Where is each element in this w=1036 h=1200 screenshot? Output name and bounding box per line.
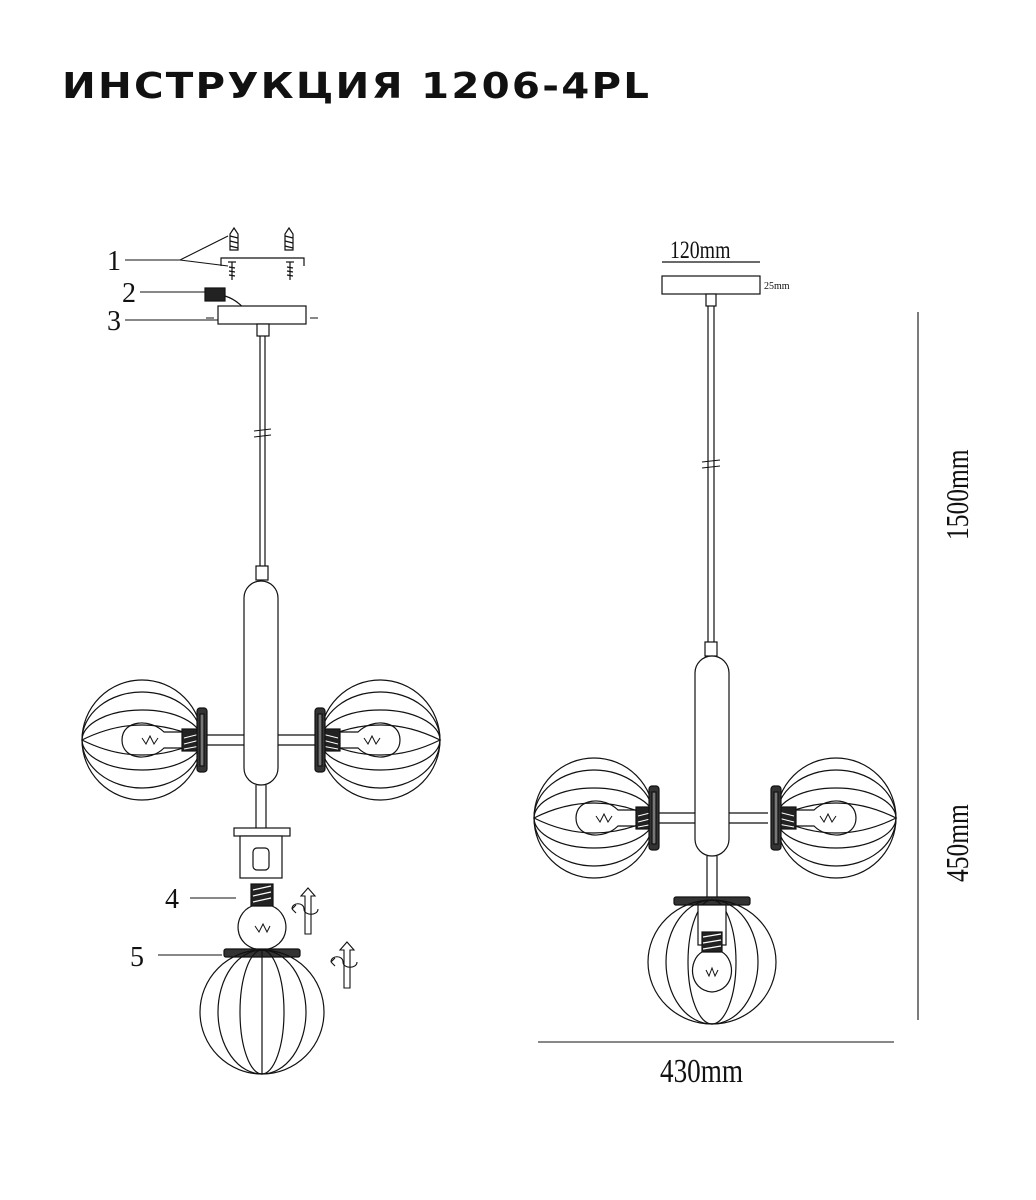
- rotate-arrow-icon: [291, 887, 319, 935]
- callout-5: 5: [130, 942, 144, 973]
- dimensioned-view: [533, 261, 919, 1043]
- callout-2: 2: [122, 278, 136, 309]
- screw-left: [228, 261, 236, 280]
- mounting-hardware: [220, 226, 305, 280]
- canopy-height-label: 25mm: [764, 281, 790, 292]
- canopy: [217, 305, 307, 325]
- dimension-lines: [538, 312, 919, 1043]
- exploded-view: [81, 226, 442, 1075]
- wall-anchor-left: [229, 226, 239, 251]
- left-shade: [533, 757, 660, 879]
- rotate-arrow-icon: [330, 941, 358, 989]
- total-drop-label: 1500mm: [941, 449, 976, 540]
- upper-left-shade: [81, 679, 208, 801]
- canopy: [661, 275, 761, 295]
- callout-1: 1: [107, 246, 121, 277]
- central-column: [694, 655, 730, 857]
- width-label: 430mm: [660, 1052, 743, 1089]
- callout-4: 4: [165, 884, 179, 915]
- upper-right-shade: [314, 679, 442, 801]
- right-shade: [770, 757, 898, 879]
- wall-anchor-right: [284, 226, 294, 251]
- callout-labels: 1 2 3 4 5: [107, 246, 179, 973]
- mounting-bracket: [220, 257, 305, 266]
- suspension-cord: [253, 336, 272, 566]
- page-title: ИНСТРУКЦИЯ 1206-4PL: [62, 66, 652, 107]
- light-bulb: [237, 883, 287, 951]
- central-column: [243, 580, 279, 786]
- bottom-shade: [647, 896, 777, 1025]
- callout-leaders: [125, 235, 236, 956]
- bottom-shade: [199, 948, 325, 1075]
- screw-right: [286, 261, 294, 280]
- canopy-diameter-label: 120mm: [670, 236, 731, 264]
- suspension-cord: [701, 306, 721, 642]
- body-height-label: 450mm: [941, 804, 976, 882]
- callout-3: 3: [107, 306, 121, 337]
- dimension-labels: 120mm 25mm 1500mm 450mm 430mm: [660, 236, 976, 1090]
